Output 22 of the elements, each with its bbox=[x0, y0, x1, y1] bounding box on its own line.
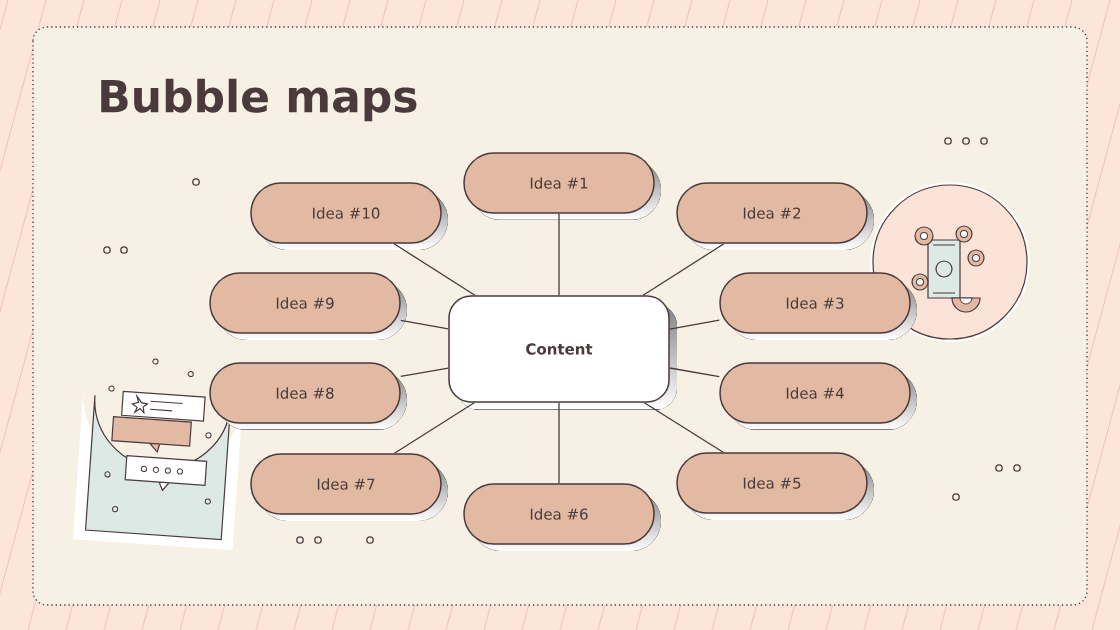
idea-pill: Idea #10 bbox=[250, 182, 448, 250]
connector-line bbox=[400, 367, 449, 378]
idea-pill: Idea #8 bbox=[209, 362, 407, 430]
connector-line bbox=[558, 402, 560, 484]
idea-pill: Idea #3 bbox=[719, 272, 917, 340]
idea-pill: Idea #1 bbox=[463, 152, 661, 220]
connector-line bbox=[643, 402, 724, 453]
connector-line bbox=[393, 402, 475, 454]
idea-pill: Idea #2 bbox=[676, 182, 874, 250]
connector-line bbox=[393, 243, 476, 296]
idea-pill: Idea #7 bbox=[250, 453, 448, 521]
connector-line bbox=[642, 243, 725, 296]
idea-pill: Idea #9 bbox=[209, 272, 407, 340]
idea-pill: Idea #5 bbox=[676, 452, 874, 520]
idea-pill: Idea #4 bbox=[719, 362, 917, 430]
idea-pill: Idea #6 bbox=[463, 483, 661, 551]
center-box: Content bbox=[448, 295, 677, 410]
connector-line bbox=[400, 319, 449, 330]
connector-line bbox=[669, 319, 720, 330]
connector-line bbox=[669, 367, 720, 378]
title: Bubble maps bbox=[101, 78, 417, 122]
connector-line bbox=[558, 213, 560, 296]
